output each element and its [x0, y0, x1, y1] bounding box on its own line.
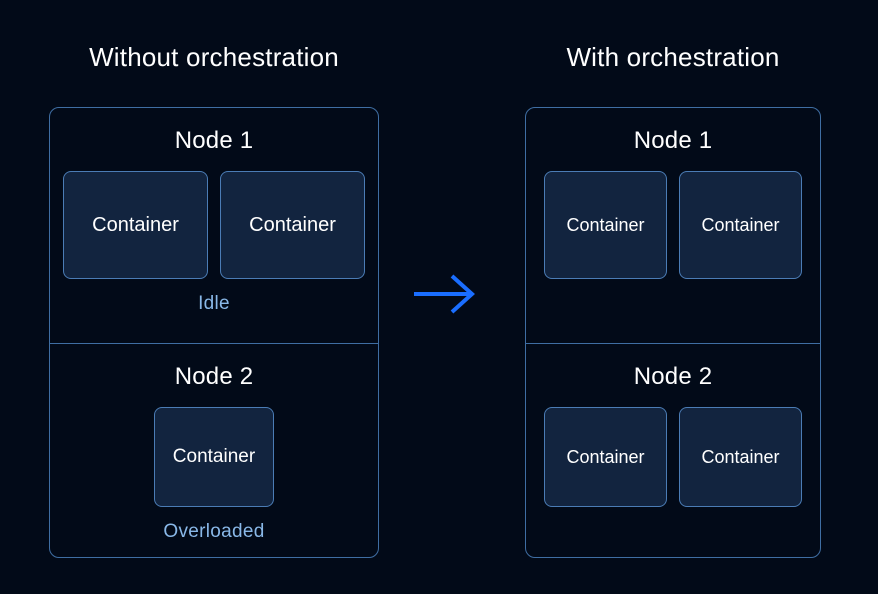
container-row: Container Container — [544, 407, 802, 507]
column-title-without-orchestration: Without orchestration — [89, 42, 339, 72]
container-box[interactable]: Container — [679, 171, 802, 279]
container-box[interactable]: Container — [544, 407, 667, 507]
node-title: Node 2 — [633, 363, 713, 390]
node-status-label: Idle — [198, 293, 230, 314]
arrow-right-icon — [412, 268, 482, 320]
node-title: Node 1 — [633, 127, 713, 154]
node-status-label: Overloaded — [163, 521, 265, 542]
cluster-panel-without-orchestration: Node 1 Container Container Idle Node 2 C… — [49, 107, 379, 558]
node-title: Node 1 — [174, 127, 254, 154]
node-card-right-node-1: Node 1 Container Container — [526, 108, 820, 343]
container-box[interactable]: Container — [63, 171, 208, 279]
node-card-right-node-2: Node 2 Container Container — [526, 343, 820, 557]
container-row: Container — [154, 407, 274, 507]
container-box[interactable]: Container — [220, 171, 365, 279]
container-box[interactable]: Container — [154, 407, 274, 507]
column-title-with-orchestration: With orchestration — [566, 42, 780, 72]
node-card-left-node-2: Node 2 Container Overloaded — [50, 343, 378, 557]
container-row: Container Container — [544, 171, 802, 279]
cluster-panel-with-orchestration: Node 1 Container Container Node 2 Contai… — [525, 107, 821, 558]
container-box[interactable]: Container — [544, 171, 667, 279]
node-title: Node 2 — [174, 363, 254, 390]
container-row: Container Container — [63, 171, 365, 279]
container-box[interactable]: Container — [679, 407, 802, 507]
node-card-left-node-1: Node 1 Container Container Idle — [50, 108, 378, 343]
